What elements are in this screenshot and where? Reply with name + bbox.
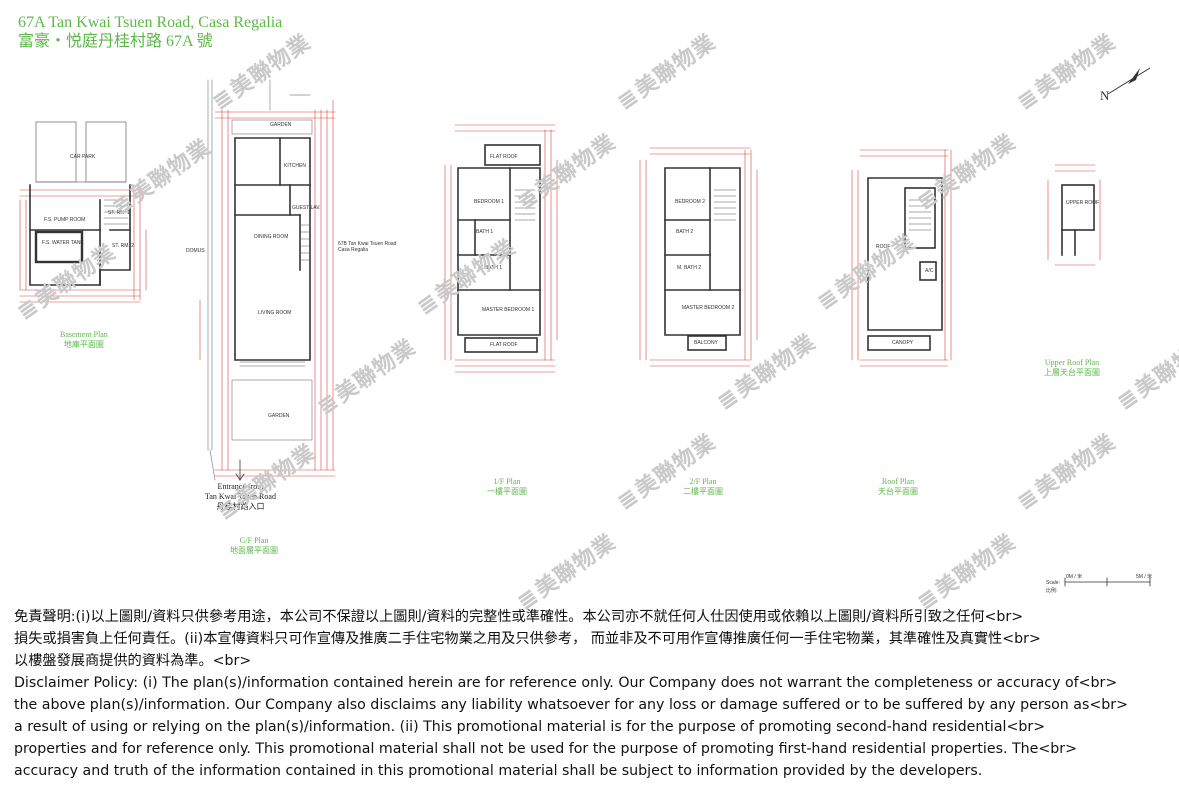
room-master-bedroom-1: MASTER BEDROOM 1 (482, 307, 535, 313)
room-canopy: CANOPY (892, 340, 914, 346)
room-kitchen: KITCHEN (284, 163, 306, 169)
room-car-park: CAR PARK (70, 154, 96, 160)
scale-mark-0: 0M / 米 (1066, 574, 1083, 580)
room-dining-room: DINING ROOM (254, 234, 289, 240)
property-title-en: 67A Tan Kwai Tsuen Road, Casa Regalia (18, 14, 283, 31)
room-upper-roof: UPPER ROOF (1066, 200, 1100, 206)
disclaimer-line: accuracy and truth of the information co… (14, 763, 983, 779)
neighbour-address: 67B Tan Kwai Tsuen Road Casa Regalia (338, 241, 397, 253)
disclaimer-line: 損失或損害負上任何責任。(ii)本宣傳資料只可作宣傳及推廣二手住宅物業之用及只供… (14, 631, 1041, 647)
disclaimer-line: a result of using or relying on the plan… (14, 719, 1046, 735)
room-bedroom-2: BEDROOM 2 (675, 199, 706, 205)
disclaimer-line: 免責聲明:(i)以上圖則/資料只供參考用途，本公司不保證以上圖則/資料的完整性或… (14, 609, 1024, 625)
disclaimer-line: Disclaimer Policy: (i) The plan(s)/infor… (14, 675, 1118, 691)
roof-plan-drawing (851, 149, 952, 367)
disclaimer-line: the above plan(s)/information. Our Compa… (14, 697, 1129, 713)
scale-label-zh: 比例: (1046, 588, 1058, 594)
room-ac: A/C (925, 268, 934, 274)
room-flat-roof-1: FLAT ROOF (490, 154, 518, 160)
room-living-room: LIVING ROOM (258, 310, 292, 316)
second-floor-plan-drawing (639, 147, 758, 367)
room-roof: ROOF (876, 244, 891, 250)
scale-bar (1064, 577, 1151, 587)
floor-plan-drawing: 67A Tan Kwai Tsuen Road, Casa Regalia 富豪… (13, 14, 1179, 615)
caption-2f-plan: 2/F Plan 二樓平面圖 (683, 477, 723, 496)
room-bedroom-1: BEDROOM 1 (474, 199, 505, 205)
first-floor-plan-drawing (444, 124, 558, 373)
room-st-rm-2: ST. RM. 2 (112, 243, 134, 249)
caption-roof-plan: Roof Plan 天台平面圖 (878, 477, 918, 496)
floor-plan-svg (19, 79, 1151, 587)
caption-basement-plan: Basement Plan 地庫平面圖 (60, 330, 108, 349)
room-garden-bottom: GARDEN (268, 413, 290, 419)
scale-label-en: Scale: (1046, 580, 1060, 586)
north-arrow-icon (1107, 67, 1151, 95)
room-m-bath-1: M. BATH 1 (478, 265, 503, 271)
room-fs-pump-room: F.S. PUMP ROOM (44, 217, 86, 223)
disclaimer-line: 以樓盤發展商提供的資料為準。<br> (14, 653, 252, 669)
entrance-label: Entrance from Tan Kwai Tsuen Road 丹桂村路入口 (205, 482, 276, 511)
caption-1f-plan: 1/F Plan 一樓平面圖 (487, 477, 527, 496)
scale-mark-5: 5M / 米 (1136, 574, 1153, 580)
room-bath-1: BATH 1 (476, 229, 494, 235)
north-compass: N (1098, 62, 1158, 106)
room-flat-roof-2: FLAT ROOF (490, 342, 518, 348)
gf-plan-drawing (199, 79, 336, 481)
north-label: N (1100, 88, 1110, 103)
room-bath-2: BATH 2 (676, 229, 694, 235)
disclaimer: 免責聲明:(i)以上圖則/資料只供參考用途，本公司不保證以上圖則/資料的完整性或… (14, 606, 1174, 782)
room-balcony: BALCONY (694, 340, 718, 346)
room-guest-lav: GUEST LAV. (292, 205, 321, 211)
domus-label: DOMUS (186, 248, 205, 254)
upper-roof-plan-drawing (1047, 164, 1101, 266)
room-m-bath-2: M. BATH 2 (677, 265, 702, 271)
caption-gf-plan: G/F Plan 地面層平面圖 (230, 536, 278, 555)
room-st-rm-1: ST. RM. 1 (108, 210, 130, 216)
caption-upper-roof-plan: Upper Roof Plan 上層天台平面圖 (1044, 358, 1100, 377)
room-master-bedroom-2: MASTER BEDROOM 2 (682, 305, 735, 311)
room-fs-water-tank: F.S. WATER TANK (42, 240, 84, 246)
property-title-zh: 富豪・悦庭丹桂村路 67A 號 (18, 33, 213, 50)
basement-plan-drawing (19, 121, 147, 303)
disclaimer-line: properties and for reference only. This … (14, 741, 1078, 757)
room-garden-top: GARDEN (270, 122, 292, 128)
